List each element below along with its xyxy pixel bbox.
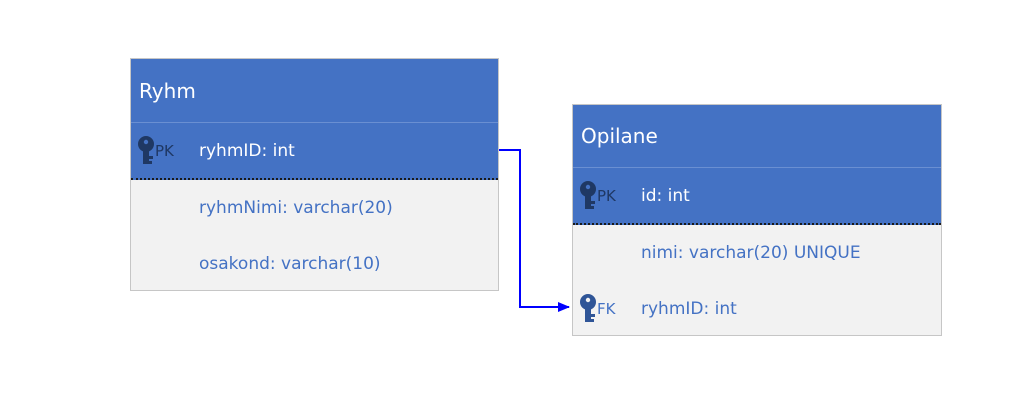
field-row[interactable]: nimi: varchar(20) UNIQUE [573,225,941,281]
fk-field: ryhmID: int [641,299,737,319]
field-text: nimi: varchar(20) UNIQUE [641,243,861,263]
entity-title: Ryhm [131,59,498,123]
primary-key-row[interactable]: PK id: int [573,168,941,225]
pk-field: ryhmID: int [199,140,295,161]
entity-ryhm[interactable]: Ryhm PK ryhmID: int ryhmNimi: varchar(20… [130,58,499,291]
entity-title-text: Opilane [581,124,658,148]
fk-tag: FK [597,300,616,318]
fk-relationship-line [499,149,570,312]
entity-title-text: Ryhm [139,78,196,103]
field-row[interactable]: ryhmNimi: varchar(20) [131,180,498,236]
pk-field: id: int [641,185,690,206]
field-row[interactable]: osakond: varchar(10) [131,236,498,292]
entity-title: Opilane [573,105,941,168]
key-icon [138,135,154,164]
key-icon [580,180,596,209]
field-text: osakond: varchar(10) [199,254,381,274]
pk-tag: PK [597,186,616,205]
field-text: ryhmNimi: varchar(20) [199,198,393,218]
primary-key-row[interactable]: PK ryhmID: int [131,123,498,180]
entity-opilane[interactable]: Opilane PK id: int nimi: varchar(20) UNI… [572,104,942,336]
foreign-key-row[interactable]: FK ryhmID: int [573,281,941,337]
key-icon [580,294,596,322]
pk-tag: PK [155,141,174,160]
